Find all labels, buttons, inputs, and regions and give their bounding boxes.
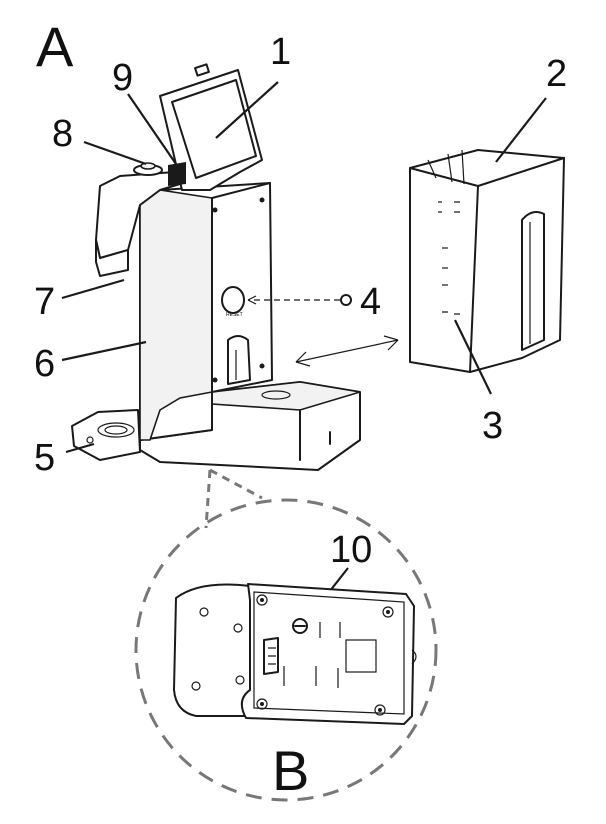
callout-2: 2	[546, 53, 567, 95]
underside-plate	[240, 583, 415, 725]
base-valve	[261, 390, 291, 400]
callout-5: 5	[34, 437, 55, 479]
underside-front	[173, 583, 251, 717]
callout-10: 10	[330, 529, 372, 571]
callout-6: 6	[34, 343, 55, 385]
drip-tray	[71, 409, 141, 461]
callout-4: 4	[360, 281, 381, 323]
water-tank-illustration	[409, 149, 565, 373]
svg-text:RESET: RESET	[226, 312, 243, 318]
callout-8: 8	[52, 113, 73, 155]
capsule-holder	[168, 162, 186, 186]
water-tank	[409, 149, 565, 373]
zoom-circle	[134, 498, 438, 802]
machine-illustration: RESET	[71, 63, 361, 471]
reset-button	[221, 286, 245, 314]
water-inlet	[227, 335, 251, 385]
callout-7: 7	[34, 281, 55, 323]
capsule-lid	[159, 69, 263, 191]
callout-1: 1	[270, 31, 291, 73]
view-a-label: A	[36, 15, 74, 78]
callout-labels: 1 2 3 4 5 6 7 8 9 10	[34, 31, 567, 571]
tower-front-face	[139, 189, 213, 441]
callout-3: 3	[482, 405, 503, 447]
attach-arrow	[295, 335, 399, 367]
detail-b-zoom	[134, 468, 438, 802]
view-b-label: B	[272, 739, 309, 802]
callout-9: 9	[112, 57, 133, 99]
